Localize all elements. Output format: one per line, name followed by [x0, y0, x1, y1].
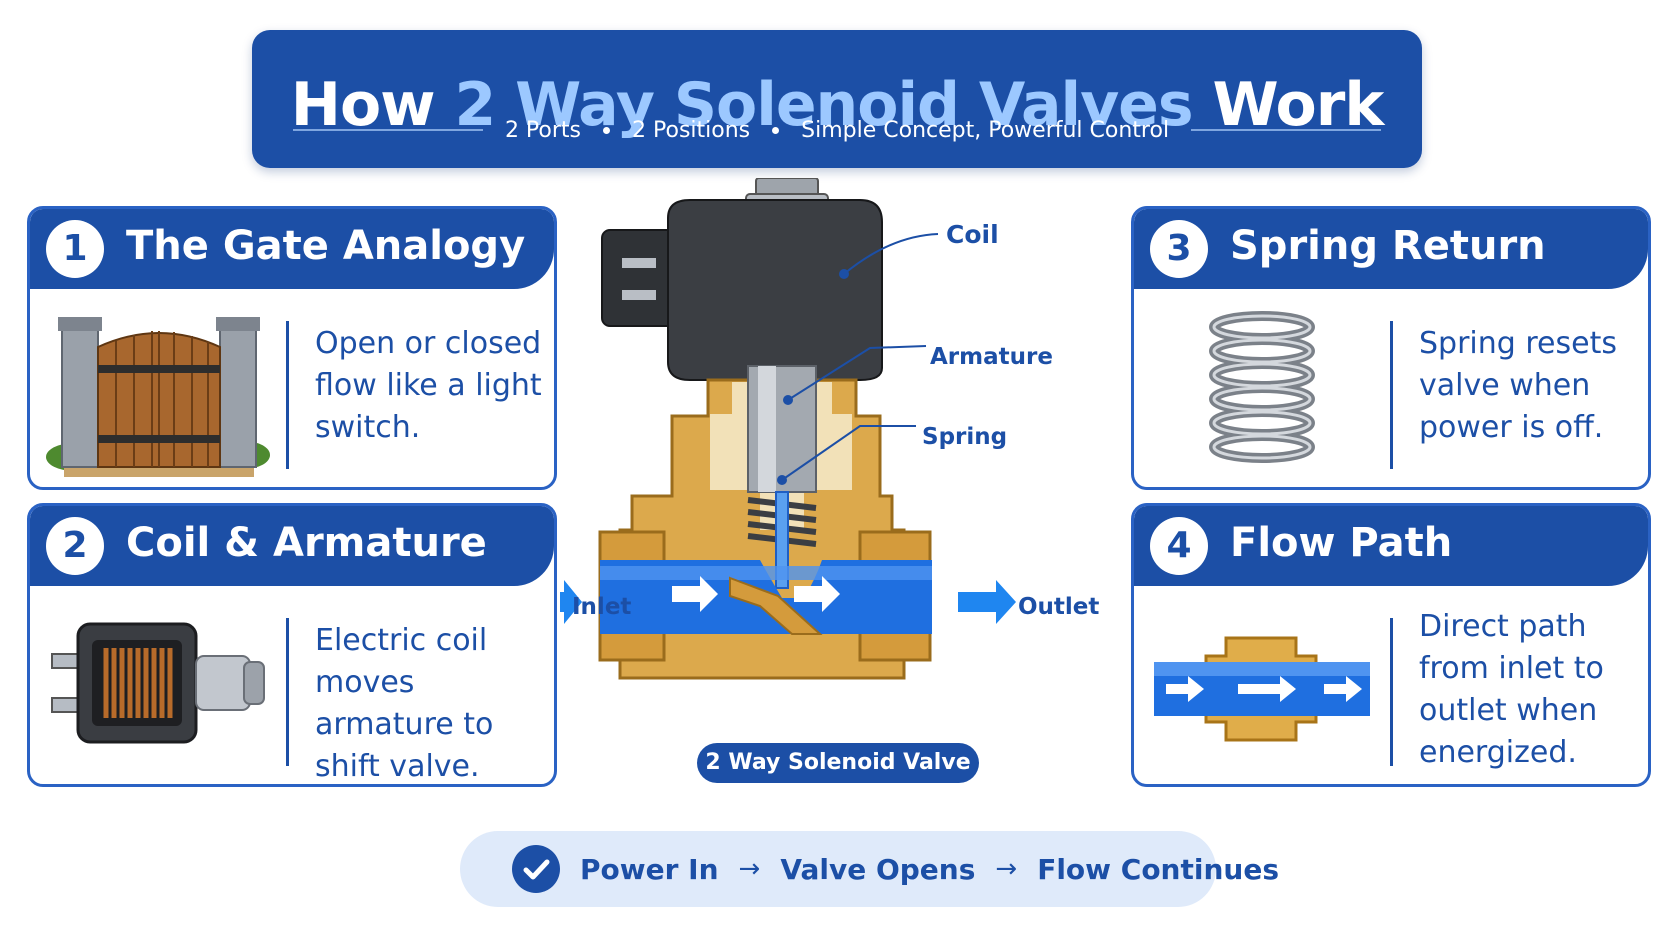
subtitle-dot: [772, 126, 780, 134]
card-header: 2 Coil & Armature: [30, 506, 554, 586]
valve-caption: 2 Way Solenoid Valve: [697, 743, 979, 783]
card-flow-path: 4 Flow Path Direct path from inlet to ou…: [1131, 503, 1651, 787]
card-title: Coil & Armature: [126, 520, 487, 566]
water-highlight: [600, 566, 932, 580]
card-number: 3: [1150, 220, 1208, 278]
card-divider: [1390, 321, 1393, 469]
subtitle-rule-left: [292, 129, 483, 131]
card-title: Spring Return: [1230, 223, 1546, 269]
subtitle-item: 2 Ports: [504, 117, 582, 143]
card-text: Spring resets valve when power is off.: [1419, 326, 1617, 445]
card-number: 1: [46, 220, 104, 278]
card-text: Open or closed flow like a light switch.: [315, 326, 542, 445]
card-header: 4 Flow Path: [1134, 506, 1648, 586]
outlet-label: Outlet: [1018, 594, 1100, 620]
subtitle-dot: [603, 126, 611, 134]
connector-pin: [622, 258, 656, 268]
title-post: Work: [1212, 70, 1384, 140]
card-coil-armature: 2 Coil & Armature Electric coil moves ar…: [27, 503, 557, 787]
flow-step: Power In: [580, 852, 719, 886]
header-banner: How 2 Way Solenoid Valves Work: [252, 30, 1422, 168]
arrow-right-icon: →: [995, 854, 1018, 884]
page-title: How 2 Way Solenoid Valves Work: [252, 70, 1422, 140]
card-divider: [286, 321, 289, 469]
spring-icon: [1209, 311, 1315, 463]
title-pre: How: [290, 70, 436, 140]
coil-icon: [51, 622, 265, 744]
card-divider: [286, 618, 289, 766]
flow-step: Valve Opens: [780, 852, 976, 886]
armature-highlight: [758, 366, 776, 492]
card-header: 1 The Gate Analogy: [30, 209, 554, 289]
subtitle-item: 2 Positions: [632, 117, 751, 143]
card-spring-return: 3 Spring Return Spring resets valve when…: [1131, 206, 1651, 490]
inner-flow-arrow: [672, 576, 718, 612]
coil-label: Coil: [946, 220, 999, 249]
armature-label: Armature: [930, 344, 1053, 370]
card-divider: [1390, 618, 1393, 766]
callout-dot: [777, 475, 787, 485]
inlet-arrow: [560, 580, 582, 624]
solenoid-valve-diagram: [560, 178, 1016, 680]
callout-dot: [839, 269, 849, 279]
card-header: 3 Spring Return: [1134, 209, 1648, 289]
callout-dot: [783, 395, 793, 405]
card-title: The Gate Analogy: [126, 223, 526, 269]
subtitle-rule-right: [1191, 129, 1382, 131]
connector-pin: [622, 290, 656, 300]
gate-icon: [46, 317, 270, 477]
card-gate-analogy: 1 The Gate Analogy Open or closed flow l…: [27, 206, 557, 490]
outlet-arrow: [958, 580, 1016, 624]
check-icon: [512, 845, 560, 893]
callout-lines: [781, 233, 939, 481]
inner-flow-arrow: [794, 576, 840, 612]
flow-step: Flow Continues: [1037, 852, 1279, 886]
flow-summary-bar: Power In → Valve Opens → Flow Continues: [460, 831, 1279, 907]
coil-housing: [667, 199, 883, 381]
subtitle-row: 2 Ports 2 Positions Simple Concept, Powe…: [252, 115, 1422, 145]
subtitle-item: Simple Concept, Powerful Control: [801, 117, 1170, 143]
card-text: Direct path from inlet to outlet when en…: [1419, 609, 1604, 770]
card-title: Flow Path: [1230, 520, 1453, 566]
title-highlight: 2 Way Solenoid Valves: [454, 70, 1194, 140]
card-text: Electric coil moves armature to shift va…: [315, 623, 494, 784]
spring-label: Spring: [922, 424, 1008, 450]
card-number: 4: [1150, 517, 1208, 575]
inlet-label: Inlet: [572, 594, 632, 620]
arrow-right-icon: →: [738, 854, 761, 884]
flow-path-icon: [1154, 636, 1370, 742]
card-number: 2: [46, 517, 104, 575]
plunger-stem: [775, 491, 789, 589]
valve-seat: [729, 576, 823, 635]
